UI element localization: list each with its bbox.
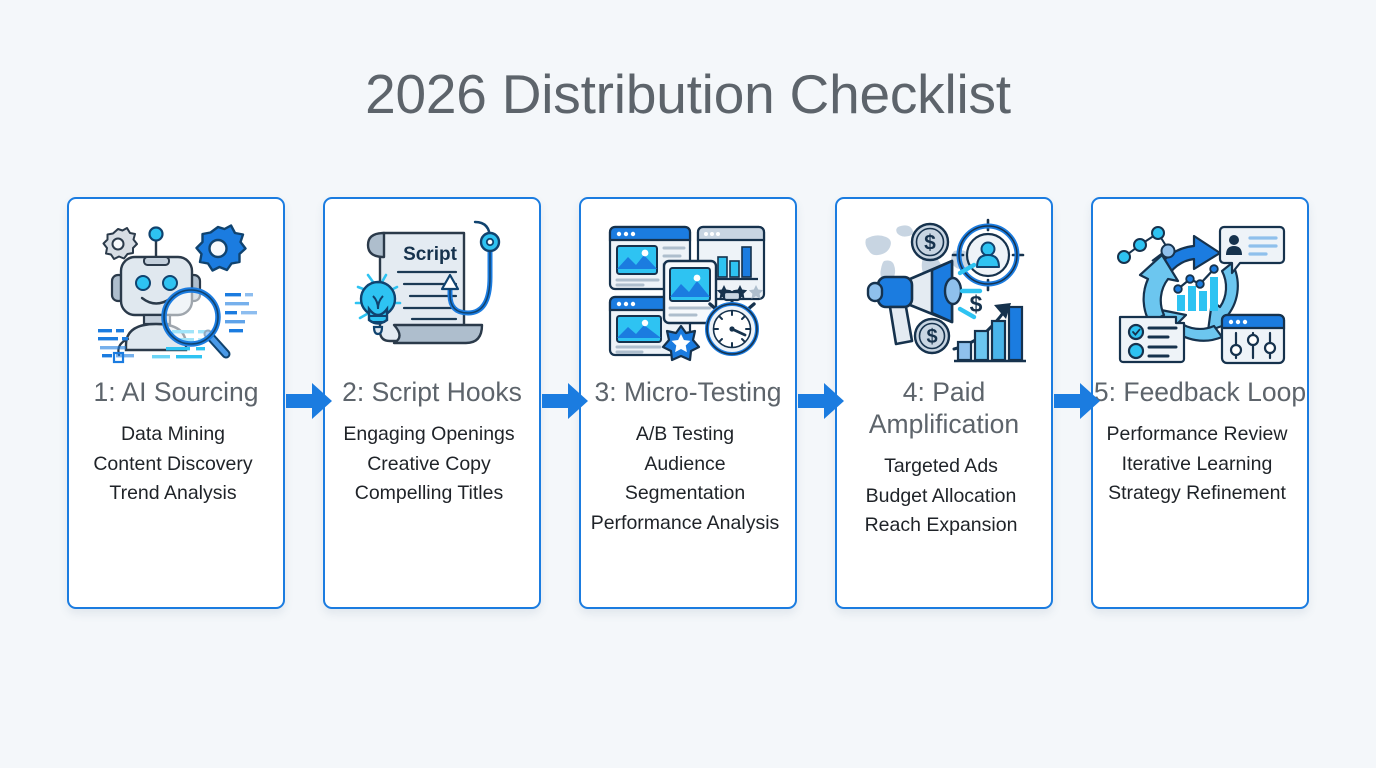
robot-gears-magnifier-icon (86, 217, 266, 367)
list-item: Content Discovery (93, 452, 253, 475)
svg-text:$: $ (970, 291, 983, 317)
step-title: 4: Paid Amplification (868, 377, 1020, 439)
process-flow: 1: AI Sourcing Data Mining Content Disco… (67, 197, 1309, 609)
list-item: Engaging Openings (343, 423, 515, 445)
step-items: A/B Testing Audience Segmentation Perfor… (570, 420, 800, 538)
step-items: Data Mining Content Discovery Trend Anal… (58, 420, 288, 509)
list-item: Budget Allocation (865, 484, 1017, 507)
megaphone-target-growth-icon: $ $ (854, 217, 1034, 367)
list-item: Iterative Learning (1121, 452, 1273, 475)
step-title: 5: Feedback Loop (1093, 377, 1307, 407)
step-card-3[interactable]: 3: Micro-Testing A/B Testing Audience Se… (579, 197, 797, 609)
script-label: Script (403, 244, 458, 265)
list-item: A/B Testing (635, 423, 735, 445)
list-item: Audience Segmentation (624, 452, 746, 505)
step-title: 1: AI Sourcing (93, 377, 259, 407)
list-item: Reach Expansion (864, 514, 1018, 536)
step-card-2[interactable]: Script (323, 197, 541, 609)
list-item: Performance Review (1106, 423, 1288, 445)
step-card-1[interactable]: 1: AI Sourcing Data Mining Content Disco… (67, 197, 285, 609)
list-item: Performance Analysis (590, 511, 780, 534)
script-scroll-lightbulb-hook-icon: Script (342, 217, 522, 367)
step-card-4[interactable]: $ $ (835, 197, 1053, 609)
arrow-1-to-2 (286, 383, 332, 419)
feedback-loop-arrows-icon (1110, 217, 1290, 367)
list-item: Compelling Titles (354, 482, 504, 504)
svg-text:$: $ (924, 232, 936, 255)
arrow-4-to-5 (1054, 383, 1100, 419)
arrow-2-to-3 (542, 383, 588, 419)
step-items: Performance Review Iterative Learning St… (1082, 420, 1312, 509)
step-title: 3: Micro-Testing (594, 377, 782, 407)
step-title: 2: Script Hooks (342, 377, 522, 407)
page-title: 2026 Distribution Checklist (365, 63, 1011, 125)
browser-cards-chart-stopwatch-icon (598, 217, 778, 367)
step-card-5[interactable]: 5: Feedback Loop Performance Review Iter… (1091, 197, 1309, 609)
list-item: Creative Copy (367, 452, 491, 475)
arrow-3-to-4 (798, 383, 844, 419)
list-item: Trend Analysis (109, 482, 237, 504)
list-item: Data Mining (120, 423, 226, 445)
list-item: Targeted Ads (884, 455, 998, 477)
step-items: Engaging Openings Creative Copy Compelli… (314, 420, 544, 509)
step-items: Targeted Ads Budget Allocation Reach Exp… (826, 452, 1056, 541)
list-item: Strategy Refinement (1108, 482, 1286, 504)
svg-text:$: $ (926, 326, 937, 348)
